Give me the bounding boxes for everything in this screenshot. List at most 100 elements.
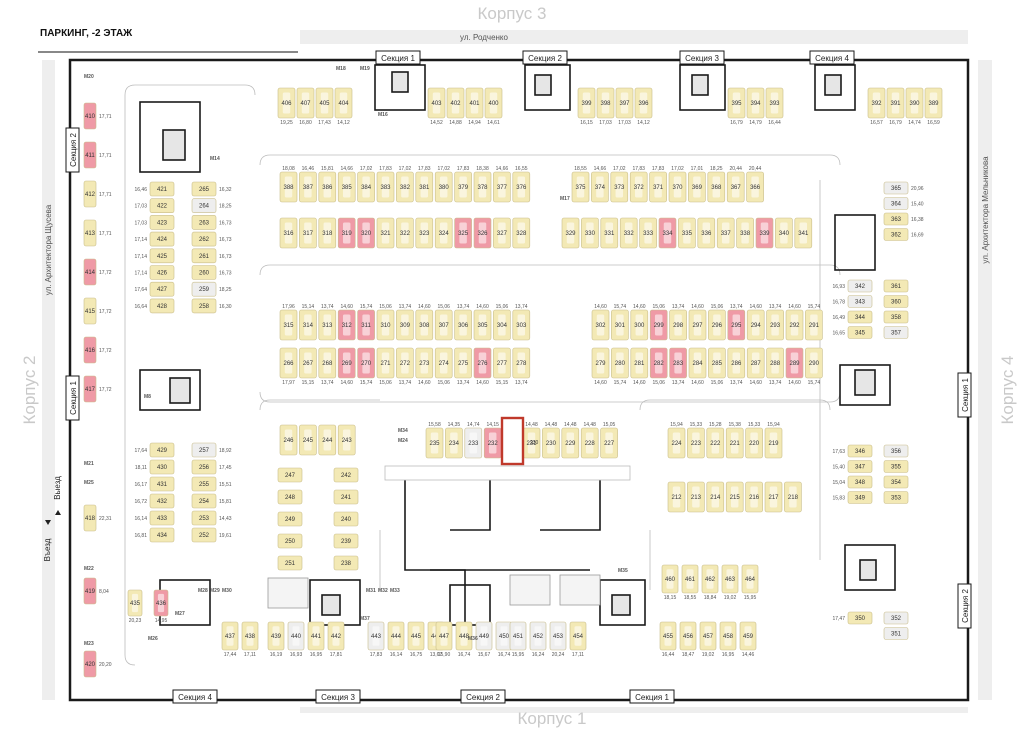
parking-spot[interactable]: 337 (716, 217, 735, 249)
parking-spot[interactable]: 321 (376, 217, 395, 249)
parking-spot[interactable]: 244 (318, 424, 337, 456)
parking-spot[interactable]: 212 (667, 481, 686, 513)
parking-spot[interactable]: 334 (658, 217, 677, 249)
parking-spot[interactable]: 218 (784, 481, 802, 513)
parking-spot[interactable]: 240 (333, 511, 359, 527)
parking-spot[interactable]: 213 (687, 481, 705, 513)
parking-spot[interactable]: 328 (512, 217, 531, 249)
parking-spot[interactable]: 322 (396, 217, 414, 249)
parking-spot[interactable]: 216 (745, 481, 763, 513)
parking-spot[interactable]: 319 (337, 217, 356, 249)
parking-spot[interactable]: 214 (706, 481, 725, 513)
parking-spot[interactable]: 338 (736, 217, 754, 249)
parking-spot[interactable]: 238 (333, 555, 359, 571)
parking-spot[interactable]: 325 (454, 217, 472, 249)
parking-spot[interactable]: 217 (764, 481, 783, 513)
parking-spot[interactable]: 251 (277, 555, 303, 571)
parking-spot[interactable]: 341 (794, 217, 813, 249)
parking-spot[interactable]: 246 (279, 424, 298, 456)
parking-spot[interactable]: 320 (357, 217, 375, 249)
parking-spot[interactable]: 318 (318, 217, 337, 249)
parking-spot[interactable]: 242 (333, 467, 359, 483)
